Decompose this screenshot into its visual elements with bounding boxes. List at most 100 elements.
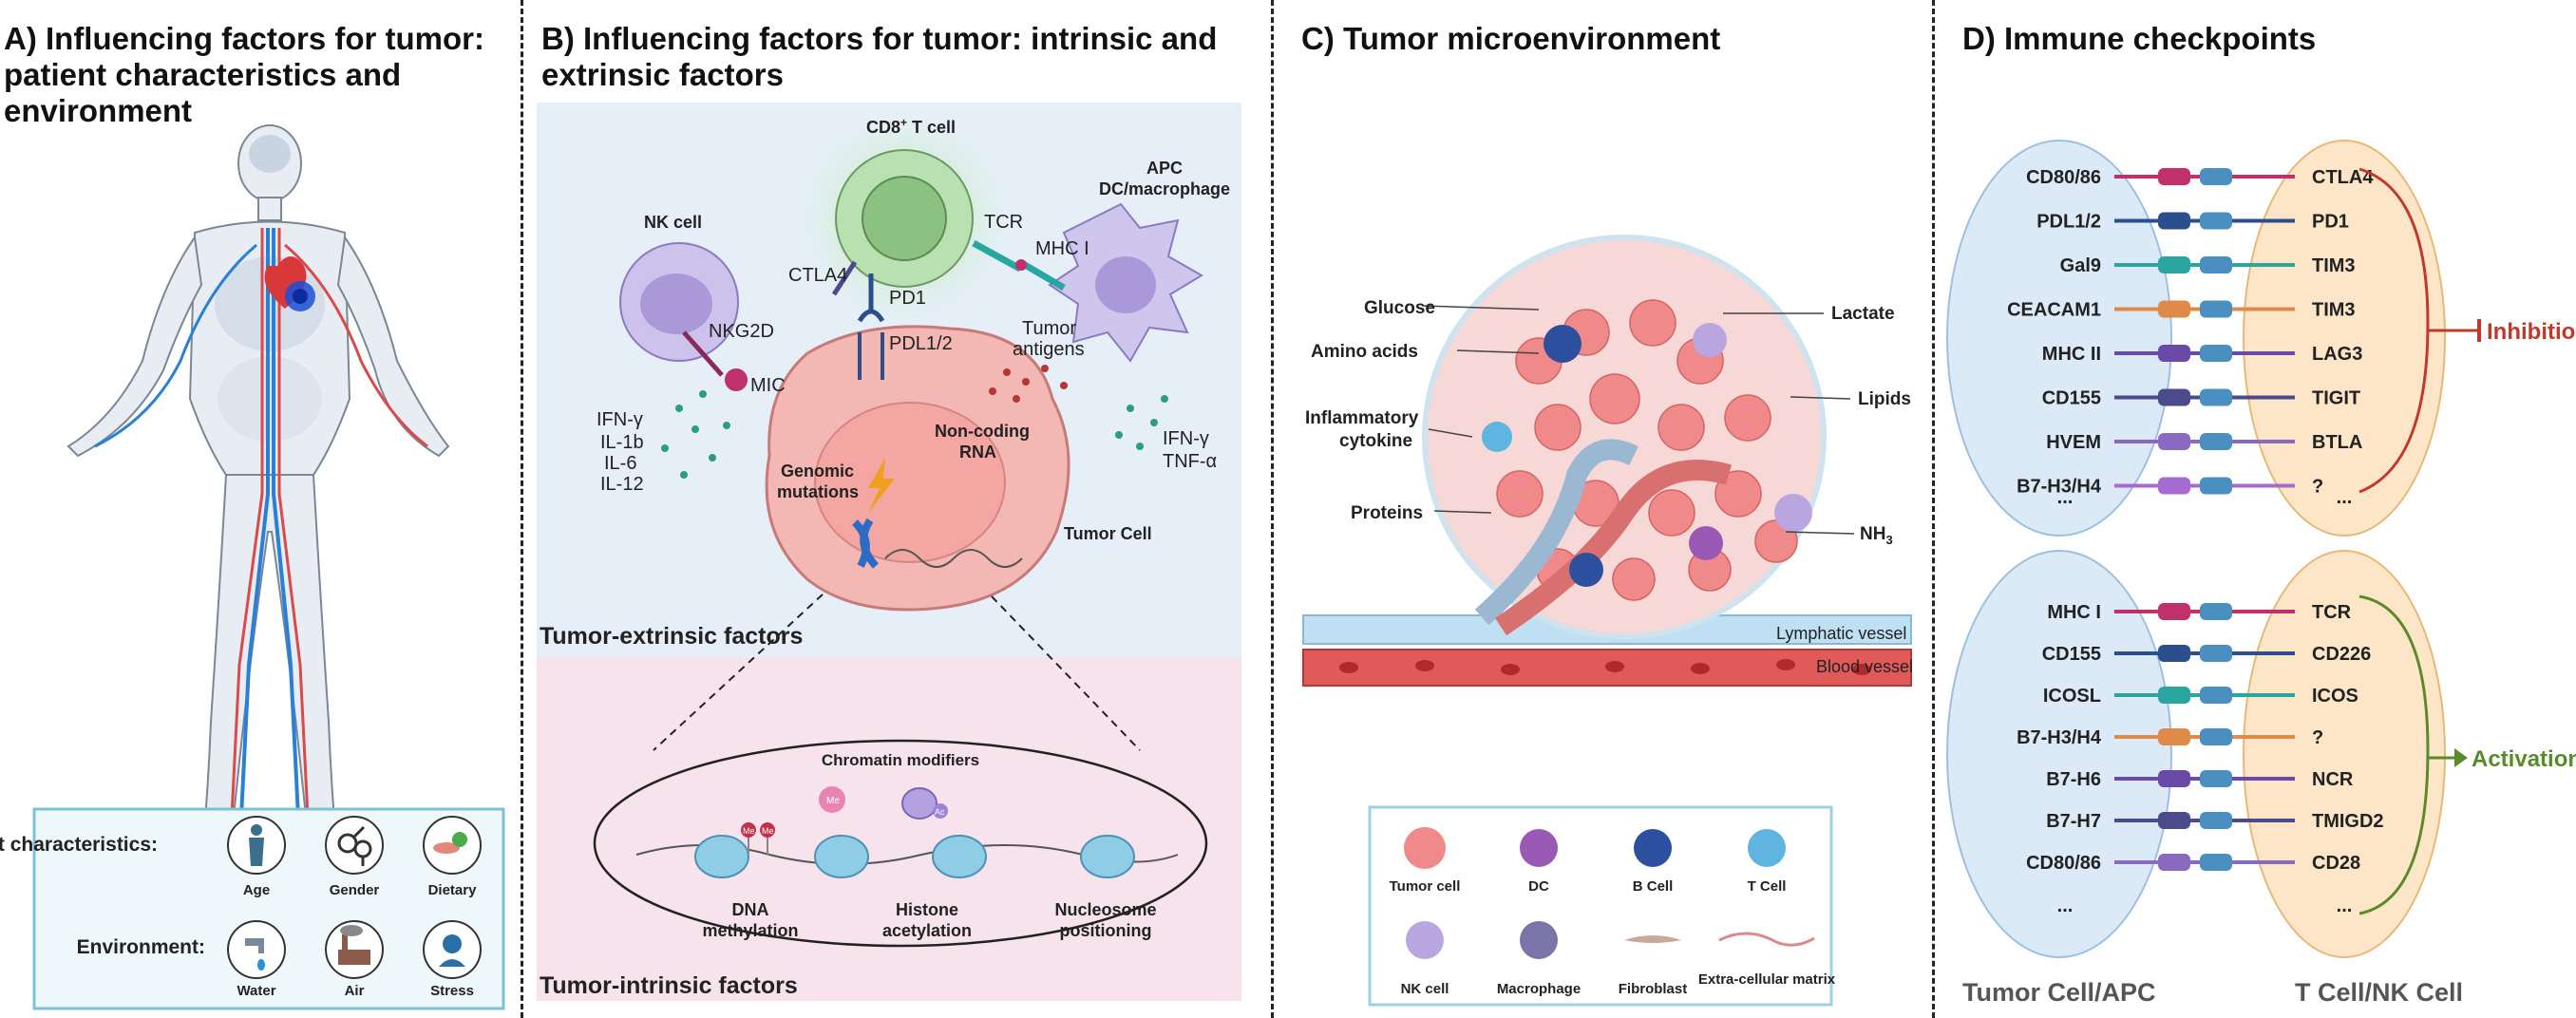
nk-cell-label: NK cell	[644, 213, 702, 232]
nkg2d-label: NKG2D	[709, 321, 774, 342]
legend-fibroblast: Fibroblast	[1619, 981, 1688, 997]
lactate-label: Lactate	[1831, 304, 1895, 324]
checkpoint-ligand-label: MHC II	[2042, 344, 2101, 365]
panel-b: CD8+ T cell NK cell APC DC/macrophage TC…	[537, 103, 1241, 1001]
chromatin-zoom	[593, 739, 1208, 948]
t-nk-cell-label: T Cell/NK Cell	[2295, 978, 2463, 1007]
cytokine-right-1: IFN-γ	[1163, 428, 1209, 449]
cytokine-dots	[661, 390, 1168, 479]
red-blood-cells	[1339, 659, 1871, 675]
checkpoint-receptor-label: CD28	[2312, 853, 2360, 874]
me-mark-3: Me	[826, 796, 840, 806]
ligand-shape	[2158, 645, 2190, 662]
receptor-shape	[2200, 477, 2232, 495]
water-tap-icon	[227, 920, 286, 979]
checkpoint-receptor-label: TIGIT	[2312, 388, 2360, 409]
noncoding-label: Non-coding	[935, 422, 1030, 441]
apc-label-2: DC/macrophage	[1099, 179, 1230, 198]
receptor-shape	[2200, 388, 2232, 406]
inhibitory-left-oval	[1946, 140, 2172, 537]
legend-macrophage: Macrophage	[1497, 981, 1581, 997]
receptor-shape	[2200, 212, 2232, 230]
extrinsic-label: Tumor-extrinsic factors	[540, 623, 803, 650]
checkpoint-receptor-label: TIM3	[2312, 255, 2356, 276]
cd8-label: CD8+ T cell	[866, 116, 956, 137]
lipids-label: Lipids	[1858, 389, 1911, 409]
activating-pair-row: B7-H7 TMIGD2	[2046, 811, 2383, 832]
inhibitory-right-oval	[2243, 140, 2446, 537]
panel-c-title: C) Tumor microenvironment	[1301, 21, 1721, 56]
blood-label: Blood vessel	[1816, 657, 1913, 676]
checkpoint-ligand-label: B7-H3/H4	[2017, 727, 2102, 748]
checkpoint-receptor-label: CD226	[2312, 644, 2371, 665]
tumor-cell-label: Tumor Cell	[1064, 524, 1152, 543]
checkpoint-ligand-label: B7-H7	[2046, 811, 2101, 832]
ligand-shape	[2158, 212, 2190, 230]
chromosome	[852, 518, 880, 569]
inhibitory-ellipsis-right: ...	[2337, 487, 2353, 508]
ligand-shape	[2158, 300, 2190, 318]
checkpoint-receptor-label: ICOS	[2312, 686, 2358, 707]
apc-label: APC	[1146, 159, 1183, 178]
activating-pair-row: B7-H3/H4?	[2017, 727, 2323, 748]
rna-strand	[884, 549, 1023, 568]
inhibitory-ellipsis-left: ...	[2057, 487, 2074, 508]
panel-c: Glucose Amino acids Inflammatory cytokin…	[1302, 235, 1913, 1007]
activating-ellipsis-right: ...	[2337, 895, 2353, 916]
gender-icon	[325, 816, 384, 875]
cytokine-left-2: IL-1b	[600, 432, 644, 453]
genomic-label: Genomic	[781, 462, 854, 481]
cytokine-right-2: TNF-α	[1163, 451, 1217, 472]
receptor-shape	[2200, 433, 2232, 450]
checkpoint-ligand-label: CEACAM1	[2007, 300, 2101, 321]
checkpoint-ligand-label: CD80/86	[2026, 853, 2101, 874]
checkpoint-receptor-label: TIM3	[2312, 300, 2356, 321]
food-icon	[423, 816, 482, 875]
panel-b-title: B) Influencing factors for tumor: intrin…	[541, 21, 1218, 92]
air-label: Air	[345, 983, 365, 999]
ctla4-label: CTLA4	[788, 265, 847, 286]
pdl-label: PDL1/2	[889, 333, 953, 354]
activation-bracket	[2358, 594, 2430, 915]
nucleosome-label: Nucleosome	[1054, 900, 1156, 919]
mic-label: MIC	[750, 375, 786, 396]
factory-icon	[325, 920, 384, 979]
lymphatic-label: Lymphatic vessel	[1776, 624, 1906, 643]
legend-swatches	[1404, 827, 1815, 959]
receptor-shape	[2200, 728, 2232, 745]
ligand-shape	[2158, 728, 2190, 745]
checkpoint-receptor-label: TMIGD2	[2312, 811, 2384, 832]
activating-ellipsis-left: ...	[2057, 895, 2074, 916]
ligand-shape	[2158, 433, 2190, 450]
receptor-shape	[2200, 168, 2232, 185]
ligand-shape	[2158, 854, 2190, 871]
intrinsic-region	[537, 657, 1241, 1001]
gender-label: Gender	[330, 882, 380, 898]
patient-characteristics-label: Patient characteristics:	[0, 834, 158, 856]
checkpoint-ligand-label: CD155	[2042, 644, 2101, 665]
receptor-shape	[2200, 645, 2232, 662]
inhibitory-pair-row: CEACAM1 TIM3	[2007, 300, 2355, 321]
receptor-shape	[2200, 770, 2232, 787]
noncoding-label-2: RNA	[959, 443, 996, 462]
checkpoint-ligand-label: HVEM	[2046, 432, 2101, 453]
cytokine-left-4: IL-12	[600, 474, 644, 495]
receptor-shape	[2200, 854, 2232, 871]
receptor-shape	[2200, 345, 2232, 362]
inhibition-bracket	[2358, 167, 2430, 494]
ligand-shape	[2158, 388, 2190, 406]
nucleosome-label-2: positioning	[1060, 921, 1152, 940]
dietary-label: Dietary	[428, 882, 478, 898]
legend-ecm: Extra-cellular matrix	[1698, 971, 1836, 988]
nucleosomes	[694, 835, 1135, 878]
panel-a-title: A) Influencing factors for tumor: patien…	[4, 21, 484, 128]
checkpoint-receptor-label: CTLA4	[2312, 167, 2374, 188]
legend-dc: DC	[1528, 878, 1549, 895]
